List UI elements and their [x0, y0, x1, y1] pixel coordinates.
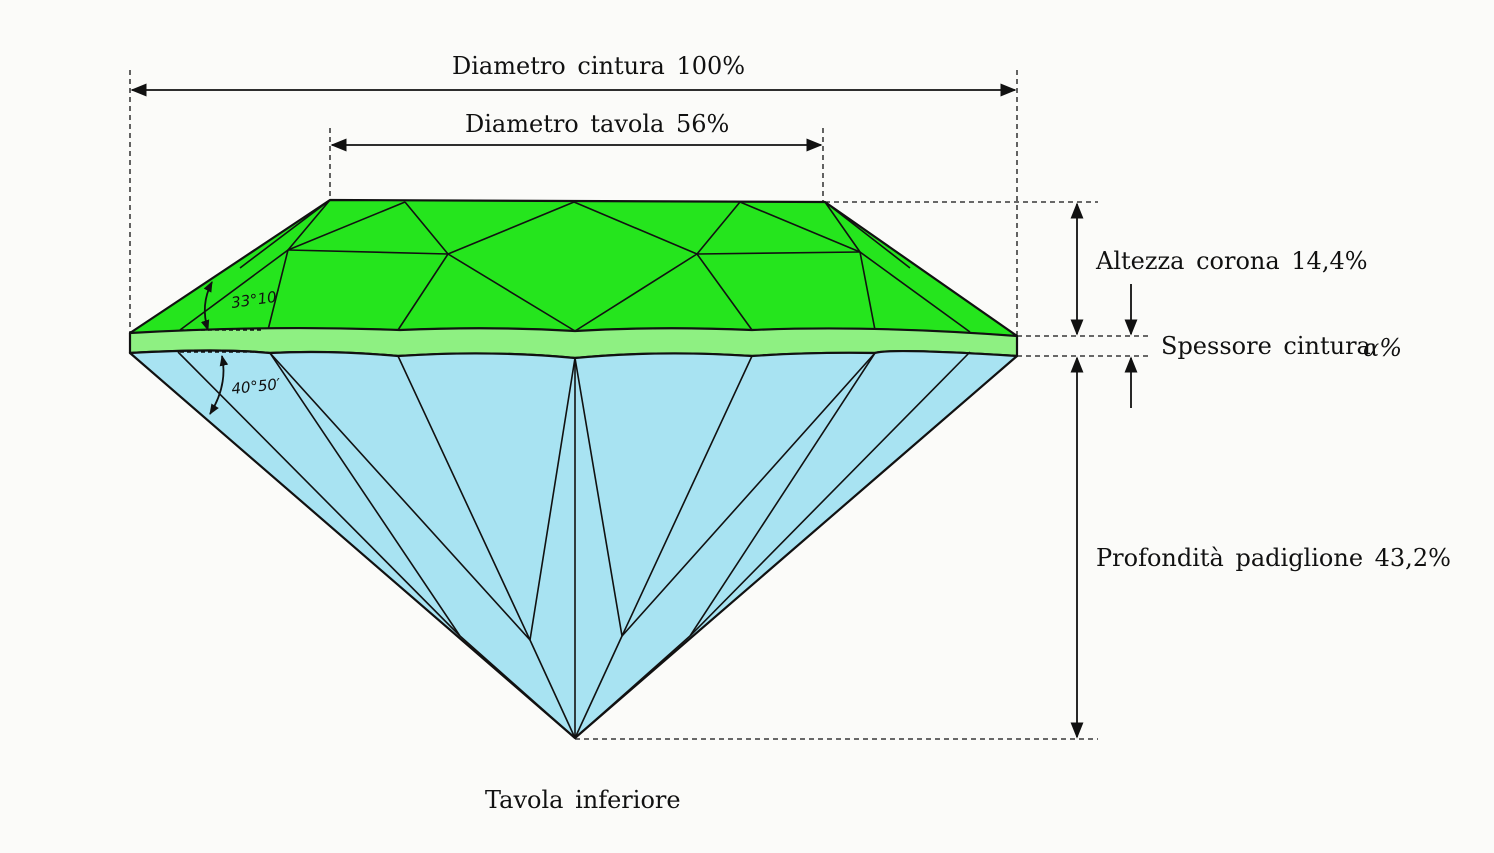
pavilion-angle-label: 40°50′	[231, 375, 282, 398]
culet-label: Tavola inferiore	[485, 786, 681, 814]
labels: Diametro cintura 100% Diametro tavola 56…	[452, 52, 1451, 814]
pavilion-depth-label: Profondità padiglione 43,2%	[1096, 544, 1451, 572]
crown-height-label: Altezza corona 14,4%	[1095, 247, 1368, 275]
crown	[128, 198, 1019, 338]
dimension-arrows	[130, 83, 1138, 739]
pavilion	[128, 349, 1019, 740]
girdle-thickness-label: Spessore cintura	[1161, 332, 1371, 360]
extension-lines	[129, 70, 1152, 740]
girdle-thickness-suffix: α%	[1363, 334, 1402, 362]
table-diameter-label: Diametro tavola 56%	[465, 110, 729, 138]
pavilion-body	[128, 349, 1019, 740]
girdle-diameter-label: Diametro cintura 100%	[452, 52, 745, 80]
pavilion-angle-annotation: 40°50′	[180, 351, 282, 415]
